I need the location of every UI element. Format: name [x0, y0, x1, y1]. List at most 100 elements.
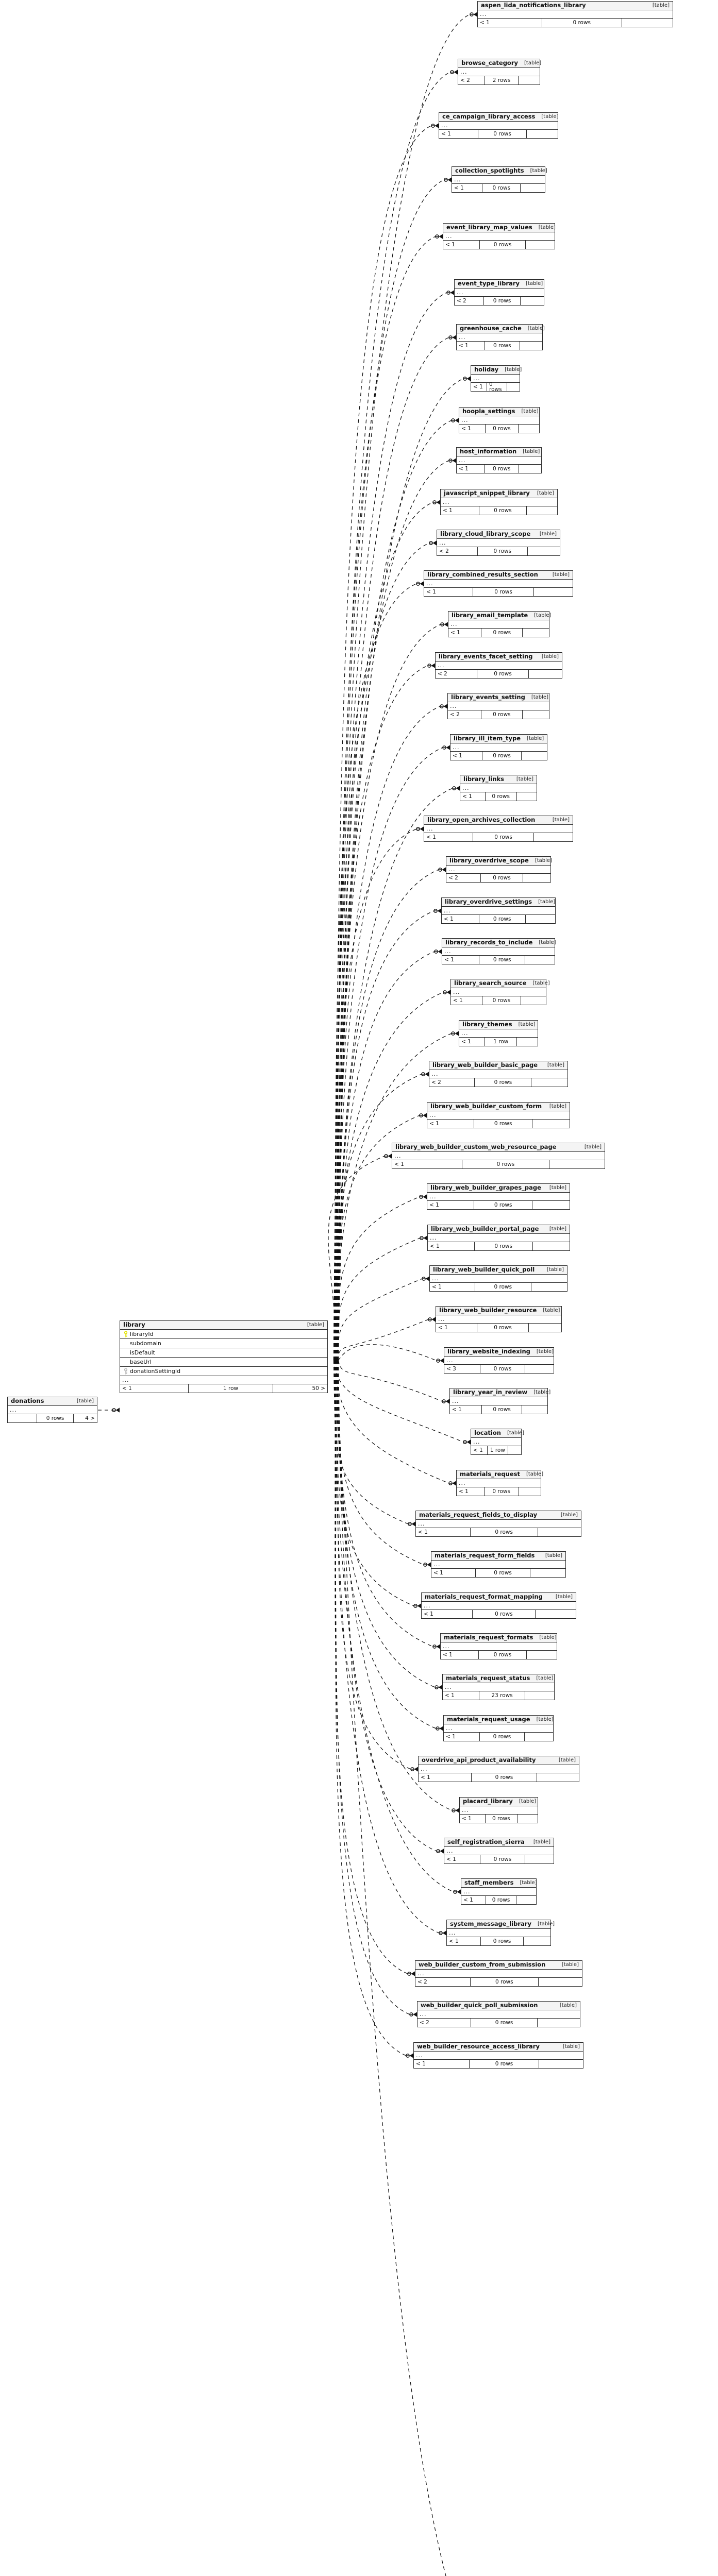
- column-row-libraryId[interactable]: libraryId: [120, 1330, 327, 1339]
- table-name: library_search_source: [454, 979, 527, 987]
- children-count: [523, 710, 549, 719]
- crowfoot-connector: [416, 826, 424, 832]
- children-count: [522, 1405, 547, 1414]
- table-library_web_builder_portal_page[interactable]: library_web_builder_portal_page[table]..…: [427, 1225, 570, 1251]
- table-library_events_facet_setting[interactable]: library_events_facet_setting[table]...< …: [435, 652, 562, 679]
- relationship-edge: [338, 1360, 449, 1404]
- columns-ellipsis: ...: [429, 1070, 567, 1078]
- table-header: ce_campaign_library_access[table]: [439, 113, 559, 122]
- table-web_builder_custom_from_submission[interactable]: web_builder_custom_from_submission[table…: [415, 1960, 582, 1987]
- table-web_builder_resource_access_library[interactable]: web_builder_resource_access_library[tabl…: [413, 2042, 583, 2069]
- table-library_cloud_library_scope[interactable]: library_cloud_library_scope[table]...< 2…: [437, 530, 560, 556]
- children-count: [539, 2060, 583, 2068]
- table-library_web_builder_grapes_page[interactable]: library_web_builder_grapes_page[table]..…: [427, 1183, 570, 1210]
- table-library_web_builder_resource[interactable]: library_web_builder_resource[table]...< …: [436, 1306, 562, 1332]
- columns-ellipsis: ...: [441, 498, 557, 506]
- table-type-tag: [table]: [541, 113, 559, 120]
- table-materials_request_form_fields[interactable]: materials_request_form_fields[table]...<…: [431, 1551, 566, 1578]
- crowfoot-connector: [435, 234, 443, 239]
- table-type-tag: [table]: [549, 1226, 566, 1232]
- table-header: library[table]: [120, 1321, 327, 1330]
- table-materials_request_fields_to_display[interactable]: materials_request_fields_to_display[tabl…: [415, 1511, 581, 1537]
- columns-ellipsis: ...: [441, 1642, 557, 1651]
- row-count: 0 rows: [485, 1487, 519, 1496]
- table-name: holiday: [474, 365, 499, 373]
- table-library_web_builder_custom_form[interactable]: library_web_builder_custom_form[table]..…: [427, 1102, 570, 1128]
- parents-count: < 1: [447, 1937, 481, 1945]
- table-library_combined_results_section[interactable]: library_combined_results_section[table].…: [424, 570, 573, 597]
- relationship-edge: [333, 1360, 446, 1936]
- table-name: web_builder_quick_poll_submission: [421, 2001, 538, 2009]
- table-overdrive_api_product_availability[interactable]: overdrive_api_product_availability[table…: [418, 1756, 579, 1782]
- table-type-tag: [table]: [560, 1512, 578, 1518]
- table-library_web_builder_basic_page[interactable]: library_web_builder_basic_page[table]...…: [429, 1061, 568, 1087]
- table-header: materials_request_status[table]: [443, 1674, 554, 1683]
- table-library_web_builder_quick_poll[interactable]: library_web_builder_quick_poll[table]...…: [429, 1265, 567, 1292]
- table-type-tag: [table]: [534, 612, 552, 618]
- table-name: self_registration_sierra: [447, 1838, 525, 1845]
- table-header: staff_members[table]: [461, 1879, 537, 1888]
- children-count: [622, 19, 673, 27]
- table-aspen_lida_notifications_library[interactable]: aspen_lida_notifications_library[table].…: [477, 1, 673, 27]
- column-row-donationSettingId[interactable]: donationSettingId: [120, 1367, 327, 1376]
- row-count: 1 row: [485, 1038, 517, 1046]
- table-library_web_builder_custom_web_resource_page[interactable]: library_web_builder_custom_web_resource_…: [392, 1143, 605, 1169]
- table-header: library_themes[table]: [459, 1021, 538, 1029]
- table-type-tag: [table]: [552, 571, 570, 578]
- parents-count: < 1: [442, 915, 479, 923]
- columns-ellipsis: ...: [450, 1397, 547, 1405]
- columns-ellipsis: ...: [451, 988, 546, 996]
- table-header: greenhouse_cache[table]: [457, 325, 545, 333]
- table-materials_request_format_mapping[interactable]: materials_request_format_mapping[table].…: [421, 1592, 576, 1619]
- table-header: placard_library[table]: [460, 1798, 538, 1806]
- children-count: [519, 1487, 541, 1496]
- table-library_open_archives_collection[interactable]: library_open_archives_collection[table].…: [424, 816, 573, 842]
- table-web_builder_quick_poll_submission[interactable]: web_builder_quick_poll_submission[table]…: [417, 2001, 580, 2027]
- children-count: [534, 833, 573, 841]
- table-name: browse_category: [461, 59, 518, 66]
- column-row-baseUrl[interactable]: baseUrl: [120, 1358, 327, 1367]
- crowfoot-connector: [453, 1889, 461, 1894]
- column-row-isDefault[interactable]: isDefault: [120, 1348, 327, 1358]
- children-count: 50 >: [312, 1385, 326, 1392]
- table-type-tag: [table]: [532, 980, 550, 986]
- crowfoot-connector: [409, 2012, 417, 2017]
- column-row-subdomain[interactable]: subdomain: [120, 1339, 327, 1348]
- relationship-edge: [336, 1235, 427, 1361]
